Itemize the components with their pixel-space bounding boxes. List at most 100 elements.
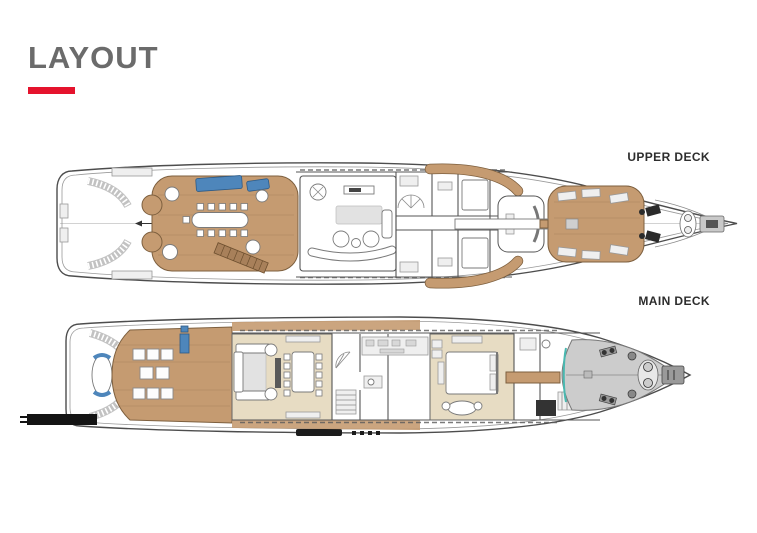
title-accent-bar xyxy=(28,87,75,94)
capstan-stbd xyxy=(627,389,637,399)
sunpad-blue-small xyxy=(246,178,270,192)
armchair-2 xyxy=(362,230,380,248)
windlass-drum-2 xyxy=(643,378,653,388)
teal-accent-line xyxy=(562,347,567,403)
stairs-down xyxy=(335,389,357,415)
round-seat-2 xyxy=(162,244,178,260)
wardrobe-2 xyxy=(431,349,443,359)
bow-seat-block xyxy=(661,365,685,385)
cabin-bed-top xyxy=(461,179,489,211)
blue-lounger-head xyxy=(180,325,189,333)
bathroom-basin xyxy=(541,339,551,349)
tv-unit xyxy=(349,188,361,192)
bed-bench xyxy=(437,361,445,385)
upper-deck-plan xyxy=(56,162,738,289)
cabinet xyxy=(437,257,453,267)
sun-lounger xyxy=(609,244,629,256)
main-deck-plan xyxy=(20,316,692,436)
stern-seat-2 xyxy=(59,227,69,243)
pillow-2 xyxy=(489,373,497,391)
windlass-pod xyxy=(637,359,659,391)
wardrobe-1 xyxy=(431,339,443,349)
upper-aft-overhang xyxy=(59,167,153,280)
sun-lounger xyxy=(557,190,577,202)
teak-scallop-2 xyxy=(141,231,163,253)
sun-lounger xyxy=(581,250,601,260)
sun-lounger xyxy=(581,188,601,198)
main-aft-teak xyxy=(111,326,233,424)
deck-hatch-main xyxy=(583,370,593,379)
stern-blue-pad-1 xyxy=(92,353,112,360)
main-foredeck xyxy=(561,339,685,411)
mooring-gear xyxy=(583,345,637,406)
aft-stair-stbd-treads xyxy=(87,239,131,269)
wing-decks xyxy=(424,163,524,289)
bathroom-shower xyxy=(519,337,537,351)
pillow-1 xyxy=(489,354,497,372)
sun-lounger xyxy=(609,192,629,204)
deck-equipment-dark xyxy=(536,400,556,416)
dining-table xyxy=(291,351,315,393)
salon-sofa-left xyxy=(233,351,244,393)
cabinet xyxy=(399,175,419,187)
boarding-stairs xyxy=(213,242,269,274)
sun-lounger xyxy=(557,246,577,258)
bow-pod xyxy=(679,210,697,238)
stern-blue-pad-2 xyxy=(92,390,112,397)
round-seat-4 xyxy=(255,189,269,203)
teak-scallop-1 xyxy=(141,194,163,216)
stair-spoke xyxy=(335,351,351,369)
stern-settee xyxy=(91,354,113,396)
cabin-bed-bottom xyxy=(461,237,489,269)
midship-lobby xyxy=(232,332,600,421)
capstan-1 xyxy=(684,214,692,222)
upper-deck-label: UPPER DECK xyxy=(627,150,710,164)
page-title: LAYOUT xyxy=(28,40,159,75)
deck-hatch xyxy=(565,218,579,230)
owner-dresser xyxy=(451,335,483,344)
dining-chairs xyxy=(182,203,248,237)
stair-fan xyxy=(335,351,351,369)
alfresco-dining-table xyxy=(191,212,249,228)
aft-deck-seating xyxy=(132,348,174,400)
lounge-rug xyxy=(335,205,383,225)
catwalk xyxy=(454,218,549,230)
aft-pad-top xyxy=(111,167,153,177)
wc xyxy=(367,378,375,386)
side-walkway-top xyxy=(232,320,420,331)
sideboard-top xyxy=(285,335,321,343)
stair-treads xyxy=(336,394,356,411)
main-deck-label: MAIN DECK xyxy=(638,294,710,308)
salon-rug xyxy=(239,351,267,393)
windlass-drum-1 xyxy=(643,362,653,372)
windlass-gear xyxy=(639,204,662,243)
owner-stateroom xyxy=(429,333,581,421)
hull-tick-marks xyxy=(352,431,380,435)
aft-pad-bottom xyxy=(111,270,153,280)
wing-deck-port xyxy=(425,164,523,196)
owner-chair-1 xyxy=(441,401,451,411)
stair-spoke xyxy=(335,353,345,369)
sunpad-blue-large xyxy=(195,175,243,192)
main-salon xyxy=(231,329,560,424)
cabinet xyxy=(437,181,453,191)
blue-lounger xyxy=(179,333,190,354)
stair-spoke xyxy=(401,198,412,209)
round-seat-3 xyxy=(245,239,261,255)
armchair-1 xyxy=(332,230,350,248)
salon-armchair-1 xyxy=(264,343,278,357)
owner-table xyxy=(447,400,477,416)
salon-tv-cabinet xyxy=(275,358,281,388)
upper-aft-deck xyxy=(141,175,299,274)
catwalk-step xyxy=(539,219,549,229)
owner-chair-2 xyxy=(473,401,483,411)
galley-appliances xyxy=(365,339,417,354)
sofa-seat xyxy=(308,246,396,261)
cabinet xyxy=(399,261,419,273)
aft-stair-port-treads xyxy=(87,178,131,208)
wing-deck-stbd xyxy=(425,256,523,288)
side-boarding-teak xyxy=(505,371,561,384)
gangway xyxy=(27,414,97,425)
